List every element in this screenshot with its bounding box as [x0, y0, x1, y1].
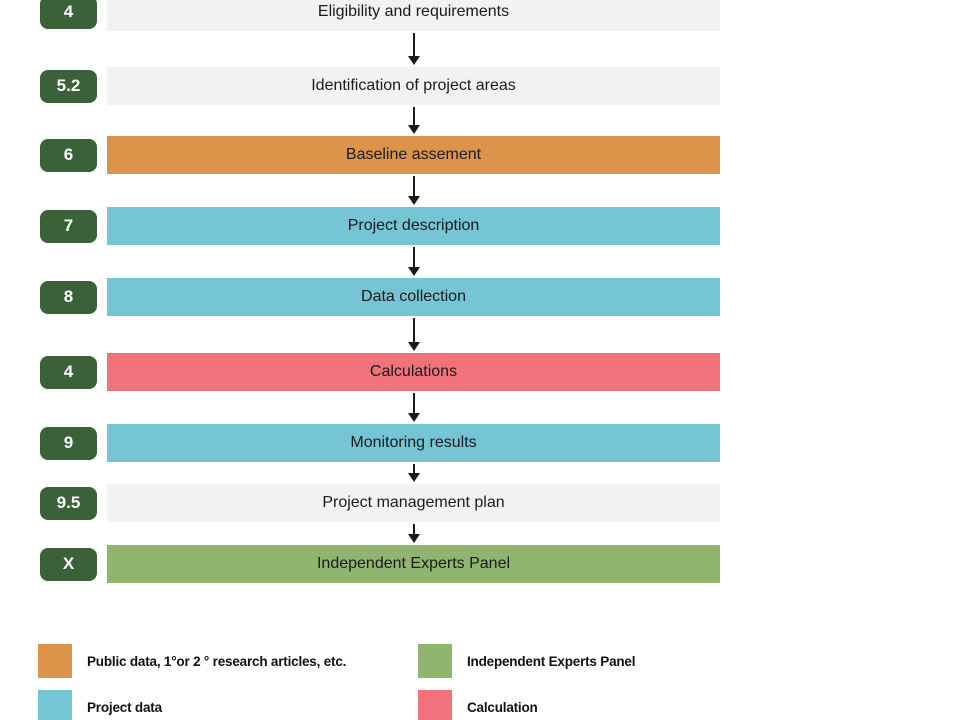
step-label: Data collection	[361, 288, 466, 305]
arrow-shaft	[412, 318, 415, 342]
down-arrow-icon	[407, 524, 420, 543]
arrow-shaft	[412, 33, 415, 56]
step-bar: Calculations	[107, 353, 720, 391]
arrow-head	[407, 125, 420, 134]
legend-label: Project data	[87, 699, 162, 715]
step-badge: 4	[40, 0, 97, 29]
legend-swatch-project-data	[38, 690, 72, 720]
legend-label: Independent Experts Panel	[467, 653, 636, 669]
arrow-shaft	[412, 107, 415, 125]
legend-swatch-experts-panel	[418, 644, 452, 678]
step-badge: 8	[40, 280, 97, 314]
legend-item: Calculation	[418, 690, 538, 720]
step-label: Baseline assement	[345, 146, 482, 163]
step-bar: Data collection	[107, 278, 720, 316]
step-row: 8 Data collection	[0, 278, 720, 316]
step-label: Independent Experts Panel	[316, 555, 511, 572]
legend-item: Independent Experts Panel	[418, 644, 635, 678]
step-row: 4 Eligibility and requirements	[0, 0, 720, 31]
step-bar: Eligibility and requirements	[107, 0, 720, 31]
step-bar: Project management plan	[107, 484, 720, 522]
step-badge: 9.5	[40, 486, 97, 520]
step-label: Eligibility and requirements	[317, 3, 510, 20]
step-label: Identification of project areas	[311, 77, 516, 94]
legend-item: Public data, 1°or 2 ° research articles,…	[38, 644, 346, 678]
step-badge: 6	[40, 138, 97, 172]
step-bar: Baseline assement	[107, 136, 720, 174]
down-arrow-icon	[407, 33, 420, 65]
down-arrow-icon	[407, 247, 420, 276]
step-label: Project management plan	[322, 494, 505, 511]
arrow-head	[407, 196, 420, 205]
down-arrow-icon	[407, 393, 420, 422]
down-arrow-icon	[407, 176, 420, 205]
arrow-head	[407, 473, 420, 482]
legend-item: Project data	[38, 690, 162, 720]
step-badge: 7	[40, 209, 97, 243]
arrow-shaft	[412, 247, 415, 267]
legend-label: Public data, 1°or 2 ° research articles,…	[87, 653, 347, 669]
step-row: 9.5 Project management plan	[0, 484, 720, 522]
arrow-head	[407, 342, 420, 351]
step-row: X Independent Experts Panel	[0, 545, 720, 583]
step-bar: Project description	[107, 207, 720, 245]
legend-swatch-calculation	[418, 690, 452, 720]
arrow-shaft	[412, 393, 415, 413]
arrow-shaft	[412, 524, 415, 534]
step-badge: 4	[40, 355, 97, 389]
step-label: Calculations	[369, 363, 458, 380]
step-label: Monitoring results	[350, 434, 477, 451]
arrow-head	[407, 534, 420, 543]
step-bar: Identification of project areas	[107, 67, 720, 105]
step-badge: X	[40, 547, 97, 581]
step-row: 9 Monitoring results	[0, 424, 720, 462]
step-bar: Independent Experts Panel	[107, 545, 720, 583]
down-arrow-icon	[407, 318, 420, 351]
arrow-head	[407, 267, 420, 276]
legend-label: Calculation	[467, 699, 538, 715]
step-row: 7 Project description	[0, 207, 720, 245]
step-label: Project description	[347, 217, 480, 234]
step-bar: Monitoring results	[107, 424, 720, 462]
down-arrow-icon	[407, 107, 420, 134]
arrow-shaft	[412, 464, 415, 473]
step-row: 6 Baseline assement	[0, 136, 720, 174]
step-row: 4 Calculations	[0, 353, 720, 391]
arrow-head	[407, 413, 420, 422]
legend-swatch-public-data	[38, 644, 72, 678]
step-badge: 5.2	[40, 69, 97, 103]
down-arrow-icon	[407, 464, 420, 482]
step-badge: 9	[40, 426, 97, 460]
arrow-shaft	[412, 176, 415, 196]
step-row: 5.2 Identification of project areas	[0, 67, 720, 105]
arrow-head	[407, 56, 420, 65]
